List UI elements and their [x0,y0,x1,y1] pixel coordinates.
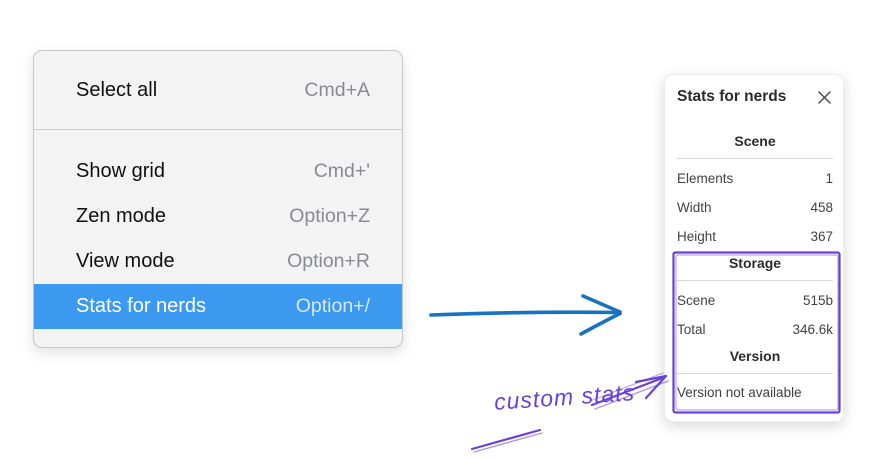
menu-item-select-all[interactable]: Select all Cmd+A [34,68,402,113]
close-icon [817,90,831,104]
stat-label: Total [677,321,706,337]
flow-arrow [429,294,622,336]
menu-item-stats-for-nerds[interactable]: Stats for nerds Option+/ [34,284,402,329]
menu-item-shortcut: Option+R [287,250,370,272]
stats-row-height: Height 367 [677,226,833,246]
menu-item-view-mode[interactable]: View mode Option+R [34,239,402,284]
stat-value: 367 [810,228,833,244]
menu-item-zen-mode[interactable]: Zen mode Option+Z [34,194,402,239]
stats-row-scene-storage: Scene 515b [677,290,833,310]
annotation-arrow-shaft [590,375,667,407]
close-button[interactable] [815,88,833,106]
section-divider [677,158,833,159]
stats-panel-title: Stats for nerds [677,88,787,105]
stat-value: 515b [802,292,833,308]
stats-row-elements: Elements 1 [677,168,833,188]
stat-value: 346.6k [792,321,833,337]
annotation-arrow-shaft-sketch [594,380,669,410]
section-divider [677,373,833,374]
section-heading-version: Version [729,348,781,364]
annotation-arrow [470,372,669,453]
stat-value: 1 [825,170,833,186]
section-heading-storage: Storage [728,255,782,271]
stat-label: Scene [677,292,716,308]
flow-arrow-head-bottom [579,311,622,336]
version-note: Version not available [677,385,802,400]
section-heading-scene: Scene [734,133,776,149]
flow-arrow-shaft [429,310,620,317]
annotation-arrow-shaft-sketch2 [589,372,664,402]
stat-label: Width [677,199,712,215]
menu-item-shortcut: Cmd+' [313,160,370,182]
menu-item-shortcut: Option+Z [289,205,370,227]
menu-item-shortcut: Cmd+A [304,78,370,101]
stats-panel: Stats for nerds Scene Elements 1 Width 4… [664,74,844,422]
menu-item-show-grid[interactable]: Show grid Cmd+' [34,149,402,194]
stats-row-total-storage: Total 346.6k [677,319,833,339]
annotation-label: custom stats [493,379,636,415]
menu-item-label: Show grid [76,160,165,182]
menu-item-shortcut: Option+/ [295,295,370,317]
menu-section-bottom: Show grid Cmd+' Zen mode Option+Z View m… [34,129,402,329]
menu-item-label: Select all [76,78,158,101]
section-divider [677,280,833,281]
stats-panel-header: Stats for nerds [677,87,833,107]
annotation-arrow-tail-sketch [473,432,543,453]
stat-label: Elements [677,170,734,186]
context-menu: Select all Cmd+A Show grid Cmd+' Zen mod… [33,50,403,348]
flow-arrow-head-top [581,294,622,314]
annotation-arrow-barb-1 [634,374,668,384]
menu-item-label: View mode [76,250,175,272]
stat-value: 458 [810,199,833,215]
annotation-arrow-tail [470,428,542,451]
menu-section-top: Select all Cmd+A [34,51,402,129]
menu-item-label: Zen mode [76,205,167,227]
stats-row-width: Width 458 [677,197,833,217]
annotation-arrow-barb-2 [644,374,668,400]
menu-item-label: Stats for nerds [76,295,207,317]
stat-label: Height [677,228,717,244]
